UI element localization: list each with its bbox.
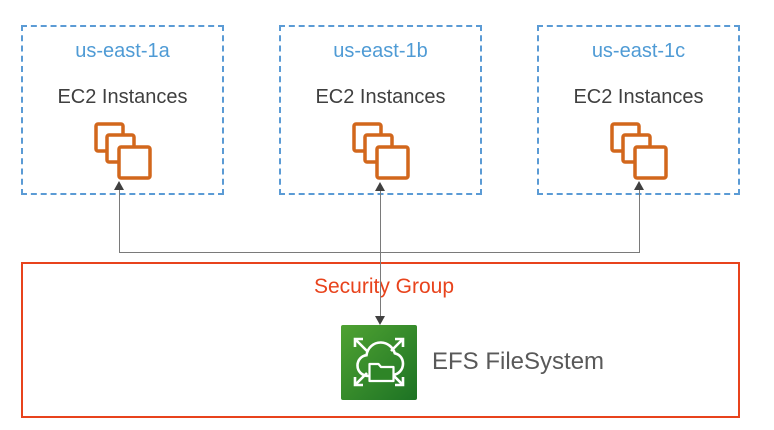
ec2-instances-icon xyxy=(93,122,152,180)
arrowhead-up-us-east-1b xyxy=(375,182,385,191)
ec2-instances-label: EC2 Instances xyxy=(573,86,704,108)
connector-line-middle-vertical xyxy=(380,191,381,317)
ec2-instances-label: EC2 Instances xyxy=(57,86,188,108)
security-group-label: Security Group xyxy=(313,275,455,298)
arrowhead-down-efs xyxy=(375,316,385,325)
connector-line-left-vertical xyxy=(119,190,120,252)
az-box-us-east-1a: us-east-1a EC2 Instances xyxy=(21,25,224,195)
connector-line-right-vertical xyxy=(639,190,640,252)
az-title-us-east-1a: us-east-1a xyxy=(75,40,170,62)
az-title-us-east-1c: us-east-1c xyxy=(591,40,686,62)
arrowhead-up-us-east-1c xyxy=(634,181,644,190)
ec2-instances-label: EC2 Instances xyxy=(315,86,446,108)
connector-line-horizontal xyxy=(119,252,640,253)
arrowhead-up-us-east-1a xyxy=(114,181,124,190)
cloud-folder-icon xyxy=(356,341,405,383)
efs-filesystem-label: EFS FileSystem xyxy=(432,348,605,375)
az-box-us-east-1c: us-east-1c EC2 Instances xyxy=(537,25,740,195)
efs-filesystem-icon xyxy=(341,325,417,400)
az-title-us-east-1b: us-east-1b xyxy=(333,40,428,62)
ec2-instances-icon xyxy=(609,122,668,180)
ec2-instances-icon xyxy=(351,122,410,180)
az-box-us-east-1b: us-east-1b EC2 Instances xyxy=(279,25,482,195)
